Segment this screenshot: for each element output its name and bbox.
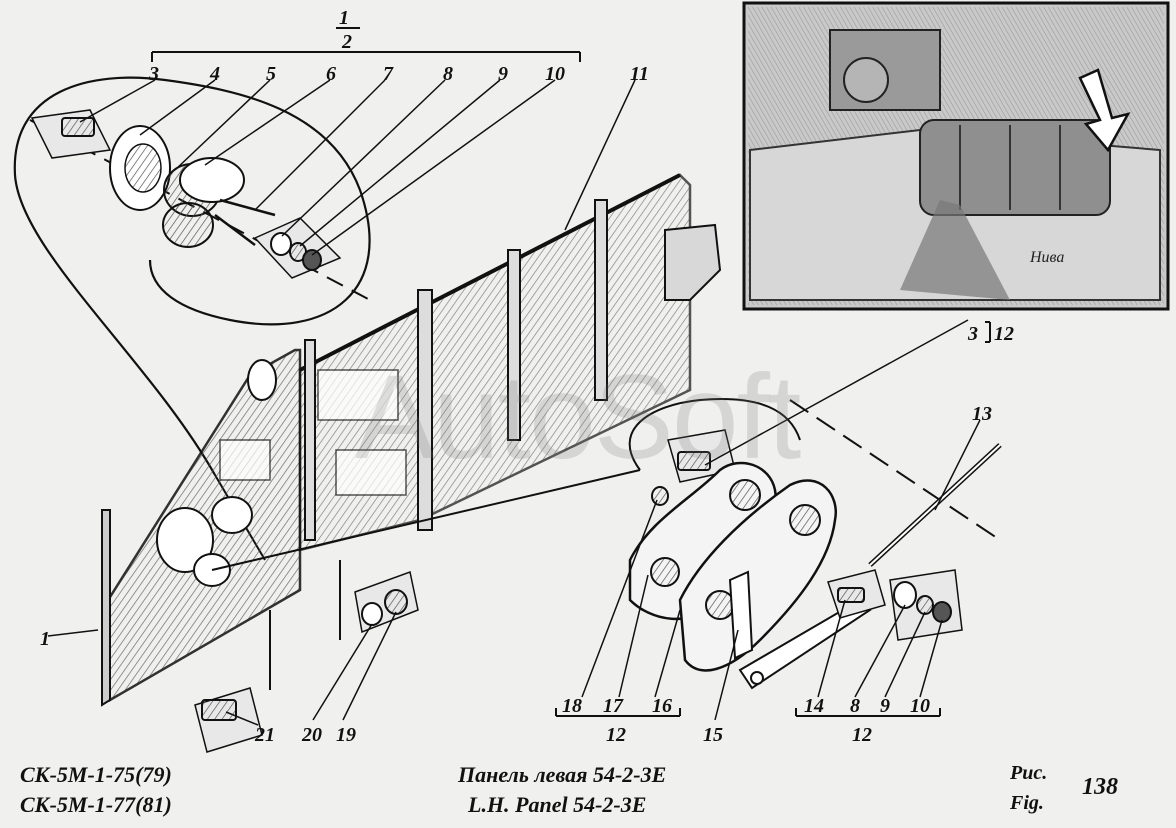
leader-lines [47,79,981,726]
group-label-12-left: 12 [606,724,626,746]
part-label-10: 10 [545,63,565,85]
part-label-1: 1 [40,628,50,650]
model-line-2: СК-5М-1-77(81) [20,792,172,817]
part-label-11: 11 [630,63,649,85]
axis-line-right [789,399,1001,541]
callout-parts [30,109,342,279]
part-label-4: 4 [209,63,220,85]
bracket-assembly [628,429,1002,690]
part-label-18: 18 [562,695,582,717]
part-label-8b: 8 [850,695,860,717]
part-label-3-top: 3 [967,323,978,345]
part-label-12-top: 12 [994,323,1014,345]
part-label-20: 20 [301,724,322,746]
part-label-6: 6 [326,63,336,85]
part-label-14: 14 [804,695,824,717]
group-brackets [555,321,991,717]
callout-outline [13,76,371,476]
part-label-13: 13 [972,403,992,425]
part-label-9: 9 [498,63,508,85]
small-parts-left [194,560,419,753]
watermark: AutoSoft [355,350,801,484]
model-line-1: СК-5М-1-75(79) [20,762,172,787]
left-panel [101,173,801,707]
part-label-8: 8 [443,63,453,85]
part-label-9b: 9 [880,695,890,717]
group-label-12-right: 12 [852,724,872,746]
callout-numerator: 1 [339,7,349,29]
fig-label-en: Fig. [1010,792,1044,814]
title-ru: Панель левая 54-2-3Е [458,762,667,787]
part-label-10b: 10 [910,695,930,717]
title-en: L.H. Panel 54-2-3E [468,792,647,817]
part-label-17: 17 [603,695,624,717]
callout-bracket [151,27,581,62]
part-label-21: 21 [254,724,275,746]
inset-photo: Нива [742,1,1170,311]
part-label-16: 16 [652,695,672,717]
arrow-icon [1078,68,1131,153]
fig-label-ru: Рис. [1010,762,1048,784]
bolt-icon [61,117,95,137]
part-label-5: 5 [266,63,276,85]
part-label-3: 3 [148,63,159,85]
part-label-19: 19 [336,724,356,746]
part-label-7: 7 [383,63,394,85]
fig-number: 138 [1082,774,1118,800]
part-label-15: 15 [703,724,723,746]
callout-denominator: 2 [341,31,352,53]
photo-signature: Нива [1029,249,1064,266]
